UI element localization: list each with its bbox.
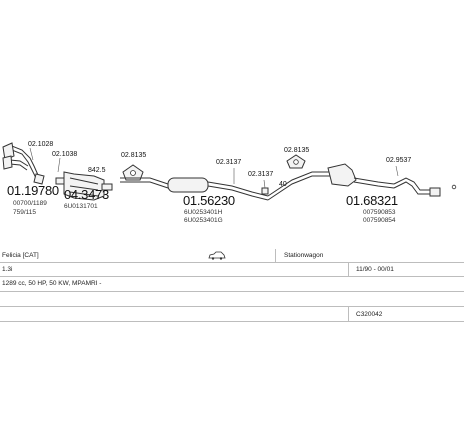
part-label-clamp-1: 02.3137 [216, 159, 241, 166]
catalytic-converter [55, 171, 113, 201]
middle-silencer-pipe [120, 177, 269, 201]
info-row-model: Felicia [CAT] Stationwagon [0, 249, 464, 263]
engine-size: 1.3i [2, 266, 13, 273]
part-label-front-a: 02.1028 [28, 141, 53, 148]
catalog-code: C320042 [356, 311, 383, 318]
exhaust-system-diagram: 02.1028 02.1038 01.19780 00700/1189 759/… [2, 141, 457, 224]
divider [348, 263, 349, 276]
part-tag-cat: 842.5 [88, 167, 106, 174]
part-number-rear-silencer: 01.68321 [346, 193, 398, 208]
info-row-empty [0, 292, 464, 307]
part-sub-front-2: 759/115 [13, 209, 36, 216]
part-label-mount-1: 02.8135 [121, 152, 146, 159]
rubber-mount-2 [286, 154, 306, 169]
production-years: 11/90 - 00/01 [356, 266, 394, 273]
divider [348, 307, 349, 321]
part-label-rear-tag: 02.9537 [386, 157, 411, 164]
rubber-mount-1 [122, 164, 144, 181]
part-number-catalytic-converter: 04.3473 [64, 187, 109, 202]
part-tag-40: 40 [279, 181, 287, 188]
part-label-front-b: 02.1038 [52, 151, 77, 158]
part-sub-cat: 6U0131701 [64, 203, 98, 210]
engine-specs: 1289 cc, 50 HP, 50 KW, MPAMRI - [2, 280, 102, 287]
part-sub-mid-1: 6U0253401H [184, 209, 223, 216]
info-row-specs: 1289 cc, 50 HP, 50 KW, MPAMRI - [0, 277, 464, 292]
part-sub-front-1: 00700/1189 [13, 200, 47, 207]
front-downpipe [2, 142, 45, 185]
vehicle-info-table: Felicia [CAT] Stationwagon 1.3i 11/90 - … [0, 249, 464, 329]
body-type: Stationwagon [284, 252, 324, 259]
part-label-mount-2: 02.8135 [284, 147, 309, 154]
part-number-front-pipe: 01.19780 [7, 183, 59, 198]
part-sub-mid-2: 6U0253401G [184, 217, 223, 224]
rear-silencer [267, 163, 441, 201]
clamp-2 [261, 187, 269, 195]
info-row-engine: 1.3i 11/90 - 00/01 [0, 263, 464, 277]
part-sub-rear-1: 007590853 [363, 209, 396, 216]
car-icon [208, 251, 226, 262]
divider [275, 249, 276, 262]
part-sub-rear-2: 007590854 [363, 217, 396, 224]
model-name: Felicia [CAT] [2, 252, 39, 259]
part-label-clamp-2: 02.3137 [248, 171, 273, 178]
tail-end-marker [451, 184, 457, 190]
info-row-code: C320042 [0, 307, 464, 322]
part-number-middle-silencer: 01.56230 [183, 193, 235, 208]
